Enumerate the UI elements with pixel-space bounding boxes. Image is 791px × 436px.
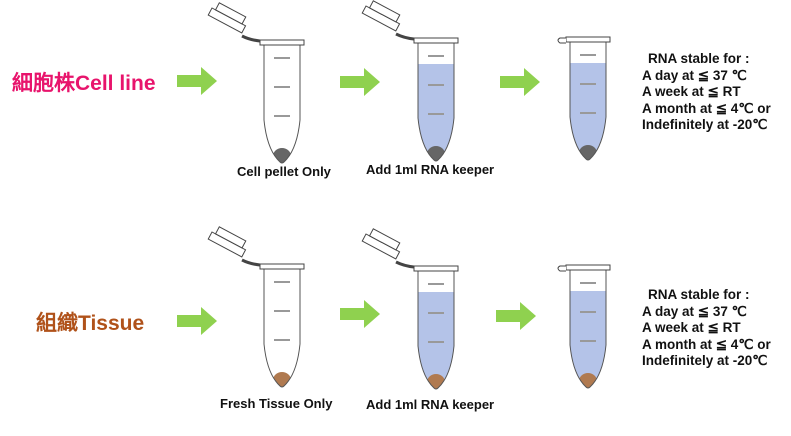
tissue-label: 組織Tissue [36,312,145,335]
cell-line-label: 細胞株Cell line [12,72,156,95]
info-line: A month at ≦ 4℃ or [642,100,771,116]
arrow-icon [500,68,540,96]
arrow-icon [340,300,380,328]
arrow-icon [496,302,536,330]
tube-icon [557,264,611,389]
stability-info: RNA stable for : A day at ≦ 37 ℃ A week … [642,51,771,134]
info-line: A month at ≦ 4℃ or [642,336,771,352]
caption-cell-pellet: Cell pellet Only [237,164,331,179]
tube-icon [361,0,459,162]
tube-icon [207,226,305,388]
tube-icon [361,228,459,390]
info-line: A week at ≦ RT [642,84,741,99]
caption-add-keeper: Add 1ml RNA keeper [366,162,495,177]
arrow-icon [177,307,217,335]
info-line: A day at ≦ 37 ℃ [642,67,747,83]
info-line: Indefinitely at -20℃ [642,117,768,132]
info-line: Indefinitely at -20℃ [642,353,768,368]
caption-fresh-tissue: Fresh Tissue Only [220,396,333,411]
info-line: A week at ≦ RT [642,320,741,335]
info-line: RNA stable for : [648,287,750,302]
arrow-icon [177,67,217,95]
caption-add-keeper: Add 1ml RNA keeper [366,397,495,412]
info-line: RNA stable for : [648,51,750,66]
tube-icon [557,36,611,161]
tube-icon [207,2,305,164]
stability-info: RNA stable for : A day at ≦ 37 ℃ A week … [642,287,771,370]
info-line: A day at ≦ 37 ℃ [642,303,747,319]
arrow-icon [340,68,380,96]
